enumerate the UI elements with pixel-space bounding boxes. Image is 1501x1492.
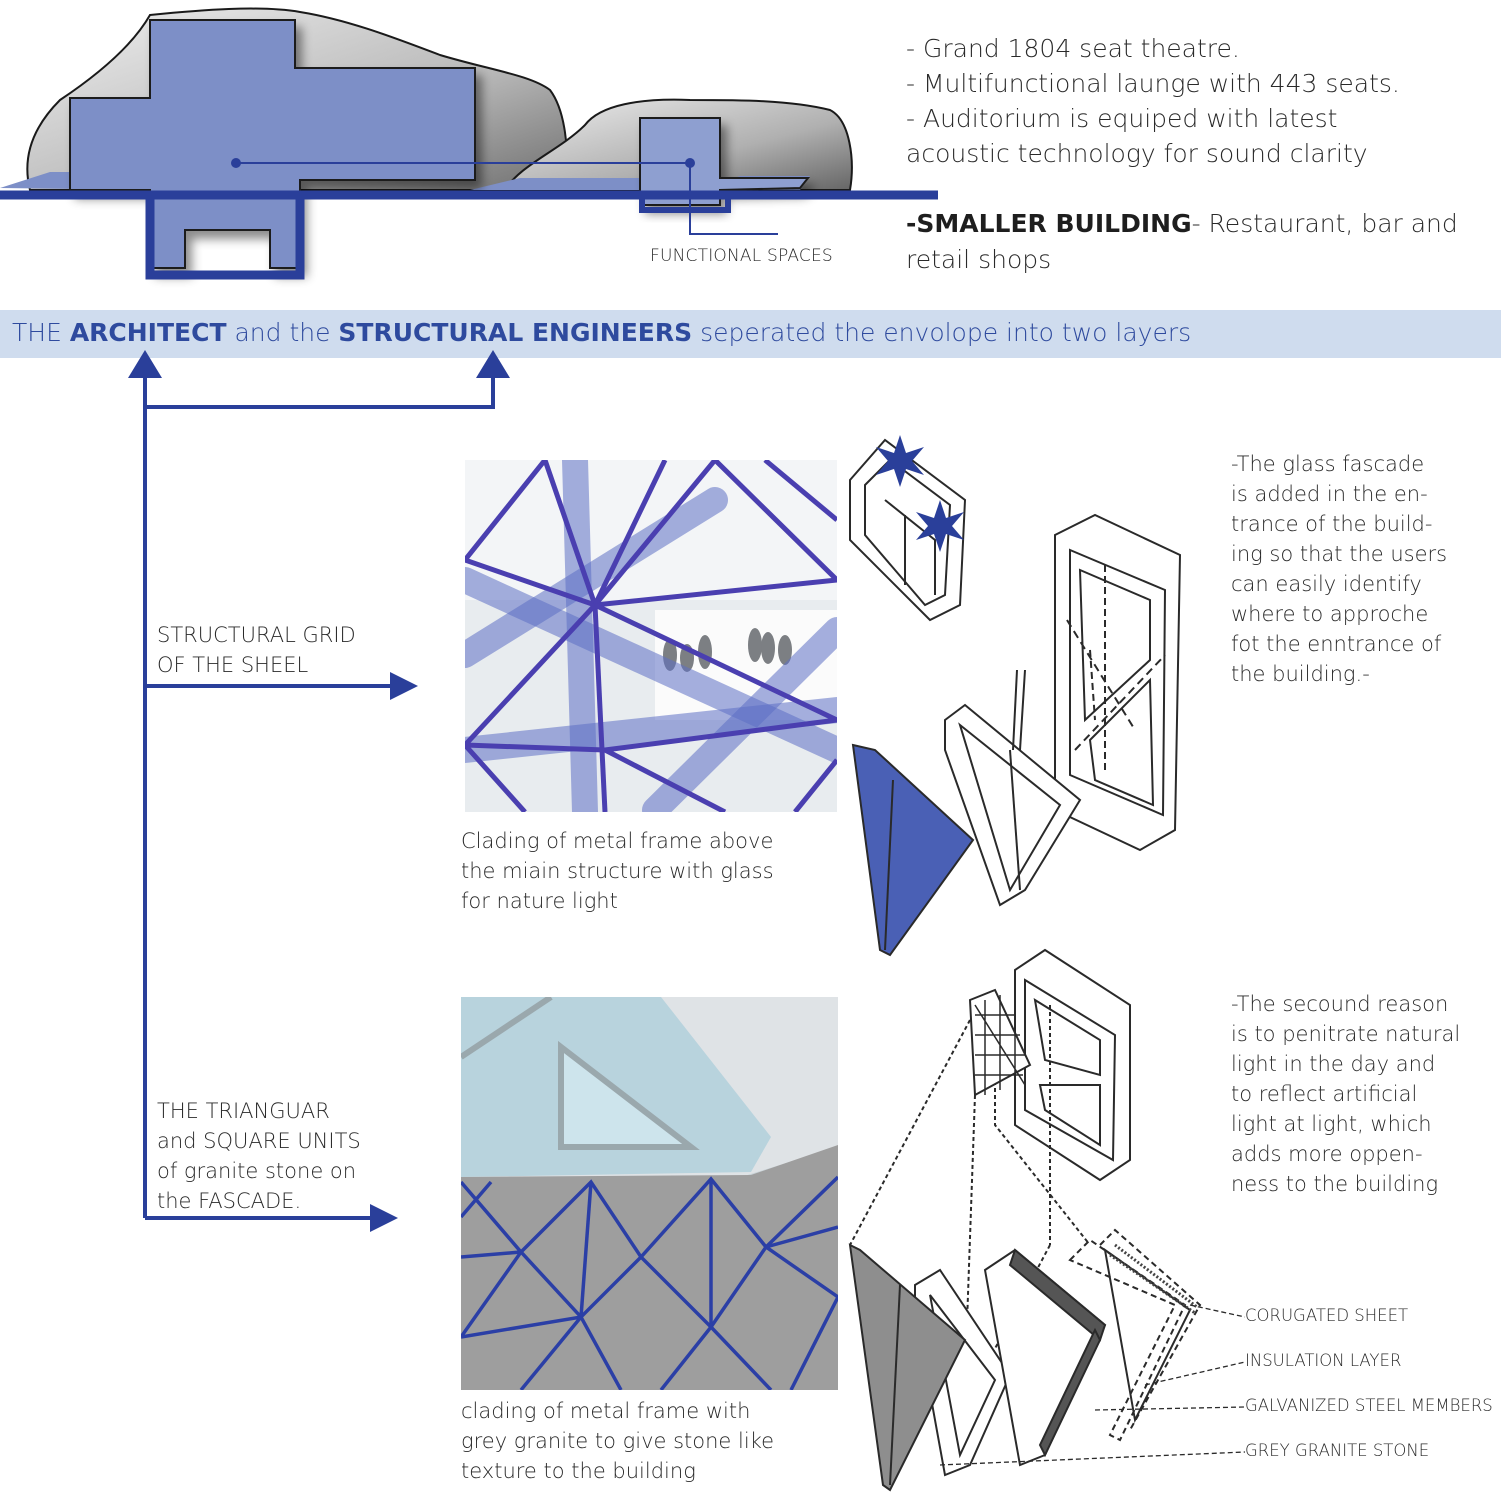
glass-caption-line-3: for nature light <box>461 889 618 913</box>
second-note-line-1: -The secound reason <box>1231 992 1449 1016</box>
feature-line-4: acoustic technology for sound clarity <box>906 139 1368 168</box>
units-line-1: THE TRIANGUAR <box>157 1099 330 1123</box>
layer-granite-label: GREY GRANITE STONE <box>1245 1441 1430 1460</box>
banner-architect: ARCHITECT <box>69 318 227 347</box>
layer-galvanized-label: GALVANIZED STEEL MEMBERS <box>1245 1396 1493 1415</box>
second-note-line-6: adds more oppen- <box>1231 1142 1423 1166</box>
feature-line-2: - Multifunctional launge with 443 seats. <box>906 69 1400 98</box>
banner-part-2: and the <box>226 318 339 347</box>
banner <box>0 310 1501 358</box>
functional-spaces-label: FUNCTIONAL SPACES <box>650 246 833 266</box>
second-reason-note: -The secound reason is to penitrate natu… <box>1231 989 1460 1199</box>
second-note-line-4: to reflect artificial <box>1231 1082 1418 1106</box>
glass-panel-triangle <box>851 743 975 957</box>
banner-engineers: STRUCTURAL ENGINEERS <box>338 318 693 347</box>
glass-note-line-8: the building.- <box>1231 662 1370 686</box>
granite-panel-triangle <box>848 1243 967 1492</box>
glass-note-line-7: fot the enntrance of <box>1231 632 1442 656</box>
arrow-right-units <box>370 1204 398 1232</box>
glass-caption-line-2: the miain structure with glass <box>461 859 774 883</box>
granite-caption-line-2: grey granite to give stone like <box>461 1429 775 1453</box>
structural-grid-label: STRUCTURAL GRID OF THE SHEEL <box>157 620 356 680</box>
smaller-building-line-2: retail shops <box>906 245 1052 274</box>
section-diagram <box>0 7 938 280</box>
glass-note-line-4: ing so that the users <box>1231 542 1448 566</box>
flow-arrows <box>128 350 440 1232</box>
second-note-line-2: is to penitrate natural <box>1231 1022 1461 1046</box>
smaller-building-heading: -SMALLER BUILDING <box>906 209 1192 238</box>
glass-note-line-2: is added in the en- <box>1231 482 1428 506</box>
layer-insulation-label: INSULATION LAYER <box>1245 1351 1402 1370</box>
leader-granite <box>939 1451 1245 1466</box>
units-label: THE TRIANGUAR and SQUARE UNITS of granit… <box>157 1096 361 1216</box>
second-note-line-5: light at light, which <box>1231 1112 1432 1136</box>
engineers-arrow <box>440 350 510 409</box>
units-line-3: of granite stone on <box>157 1159 357 1183</box>
leader-corrugated <box>1189 1304 1245 1318</box>
leader-galvanized <box>1094 1406 1245 1411</box>
glass-caption-line-1: Clading of metal frame above <box>461 829 774 853</box>
glass-caption: Clading of metal frame above the miain s… <box>461 826 774 916</box>
granite-caption: clading of metal frame with grey granite… <box>461 1396 774 1486</box>
granite-grid-image <box>461 997 838 1390</box>
granite-exploded-axonometric <box>848 948 1245 1492</box>
banner-text: THE ARCHITECT and the STRUCTURAL ENGINEE… <box>12 318 1191 347</box>
leader-insulation <box>1144 1361 1245 1386</box>
glass-note-line-5: can easily identify <box>1231 572 1422 596</box>
feature-line-3: - Auditorium is equiped with latest <box>906 104 1338 133</box>
glass-note-line-3: trance of the build- <box>1231 512 1433 536</box>
smaller-building-desc: - Restaurant, bar and <box>1191 209 1458 238</box>
layer-corrugated-label: CORUGATED SHEET <box>1245 1306 1409 1325</box>
granite-caption-line-1: clading of metal frame with <box>461 1399 751 1423</box>
glass-grid-image <box>465 460 837 812</box>
grand-theatre-space <box>69 19 476 269</box>
glass-note-line-6: where to approche <box>1231 602 1429 626</box>
smaller-building-line: -SMALLER BUILDING- Restaurant, bar and <box>906 206 1458 241</box>
feature-line-1: - Grand 1804 seat theatre. <box>906 34 1240 63</box>
glass-note: -The glass fascade is added in the en- t… <box>1231 449 1447 689</box>
second-note-line-7: ness to the building <box>1231 1172 1439 1196</box>
banner-part-1: THE <box>12 318 70 347</box>
people-silhouettes <box>663 628 792 672</box>
node-star-1 <box>876 435 924 487</box>
connector-node-1 <box>231 158 241 168</box>
banner-part-3: seperated the envolope into two layers <box>692 318 1192 347</box>
structural-grid-line-2: OF THE SHEEL <box>157 653 309 677</box>
basement-outline <box>145 192 305 280</box>
arrow-right-grid <box>390 672 418 700</box>
structural-grid-line-1: STRUCTURAL GRID <box>157 623 356 647</box>
node-star-2 <box>916 500 964 552</box>
glass-exploded-axonometric <box>849 435 1182 957</box>
label-leader <box>689 163 778 235</box>
units-line-4: the FASCADE. <box>157 1189 302 1213</box>
second-note-line-3: light in the day and <box>1231 1052 1436 1076</box>
units-line-2: and SQUARE UNITS <box>157 1129 361 1153</box>
smaller-building-space <box>639 117 811 206</box>
granite-caption-line-3: texture to the building <box>461 1459 696 1483</box>
arrow-up-architect <box>128 350 162 378</box>
glass-note-line-1: -The glass fascade <box>1231 452 1425 476</box>
